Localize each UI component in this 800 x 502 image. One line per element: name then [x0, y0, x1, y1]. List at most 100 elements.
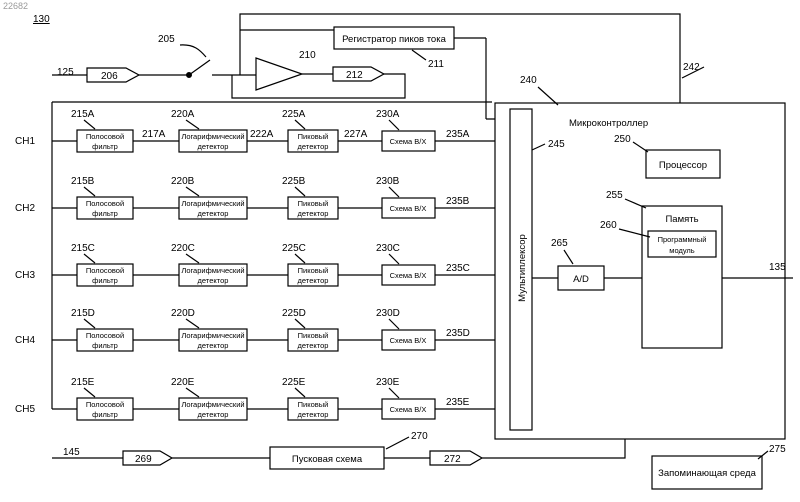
trigger-ref-leader — [386, 437, 409, 449]
peak-detector-label-a-1: Пиковый — [298, 132, 329, 141]
memory-label: Память — [665, 214, 698, 225]
channel-output-ref-2: 235B — [446, 196, 470, 207]
input-ref-125: 125 — [57, 67, 74, 78]
sample-hold-label-2: Схема В/Х — [390, 204, 427, 213]
memory-box — [642, 206, 722, 348]
trigger-ref: 270 — [411, 431, 428, 442]
bandpass-ref-4: 215D — [71, 308, 95, 319]
program-module-ref: 260 — [600, 220, 617, 231]
log-detector-label-a-4: Логарифмический — [181, 331, 244, 340]
channel-row-3: CH3Полосовойфильтр215CЛогарифмическийдет… — [15, 243, 510, 286]
storage-ref-leader — [758, 451, 768, 459]
sample-hold-ref-leader-2 — [389, 187, 399, 197]
figure-ref: 130 — [33, 14, 50, 25]
program-module-label-1: Программный — [658, 235, 707, 244]
peak-register-ref: 211 — [428, 59, 444, 70]
bandpass-ref-leader-5 — [84, 388, 95, 397]
storage-ref: 275 — [769, 444, 786, 455]
peak-detector-ref-3: 225C — [282, 243, 306, 254]
peak-detector-label-a-4: Пиковый — [298, 331, 329, 340]
log-detector-ref-leader-4 — [186, 319, 199, 328]
switch-blade — [189, 60, 210, 75]
bandpass-ref-1: 215A — [71, 109, 95, 120]
arrow-212-label: 212 — [346, 70, 363, 81]
bandpass-label-b-3: фильтр — [92, 276, 118, 285]
bandpass-label-b-5: фильтр — [92, 410, 118, 419]
wire-ref-1-ch1: 217A — [142, 129, 166, 140]
log-detector-ref-2: 220B — [171, 176, 195, 187]
arrow-272-label: 272 — [444, 454, 461, 465]
peak-detector-ref-leader-4 — [295, 319, 305, 328]
sample-hold-ref-2: 230B — [376, 176, 400, 187]
sample-hold-ref-leader-4 — [389, 319, 399, 329]
peak-detector-ref-5: 225E — [282, 377, 306, 388]
channel-output-ref-1: 235A — [446, 129, 470, 140]
channel-output-ref-5: 235E — [446, 397, 470, 408]
log-detector-label-b-4: детектор — [198, 341, 229, 350]
input-ref-145: 145 — [63, 447, 80, 458]
bandpass-label-b-4: фильтр — [92, 341, 118, 350]
trigger-label: Пусковая схема — [292, 454, 363, 465]
multiplexer-label: Мультиплексор — [517, 234, 528, 302]
peak-detector-ref-leader-3 — [295, 254, 305, 263]
sample-hold-ref-leader-5 — [389, 388, 399, 398]
microcontroller-box — [495, 103, 785, 439]
bandpass-label-b-1: фильтр — [92, 142, 118, 151]
processor-label: Процессор — [659, 160, 707, 171]
peak-detector-ref-4: 225D — [282, 308, 306, 319]
bandpass-ref-leader-2 — [84, 187, 95, 196]
wire-ref-3-ch1: 227A — [344, 129, 368, 140]
sample-hold-ref-1: 230A — [376, 109, 400, 120]
sample-hold-ref-leader-3 — [389, 254, 399, 264]
adc-label: A/D — [573, 274, 589, 285]
bandpass-ref-leader-1 — [84, 120, 95, 129]
channel-label-2: CH2 — [15, 203, 35, 214]
channel-label-4: CH4 — [15, 335, 35, 346]
bandpass-ref-leader-4 — [84, 319, 95, 328]
log-detector-ref-leader-1 — [186, 120, 199, 129]
channel-output-ref-4: 235D — [446, 328, 470, 339]
bus-ref: 242 — [683, 62, 700, 73]
channel-row-1: CH1Полосовойфильтр215AЛогарифмическийдет… — [15, 109, 510, 152]
log-detector-label-b-3: детектор — [198, 276, 229, 285]
log-detector-ref-1: 220A — [171, 109, 195, 120]
bandpass-ref-leader-3 — [84, 254, 95, 263]
adc-ref: 265 — [551, 238, 568, 249]
channel-row-5: CH5Полосовойфильтр215EЛогарифмическийдет… — [15, 377, 510, 420]
bandpass-label-a-1: Полосовой — [86, 132, 124, 141]
trigger-to-mc — [482, 439, 625, 458]
sample-hold-ref-leader-1 — [389, 120, 399, 130]
sample-hold-ref-3: 230C — [376, 243, 400, 254]
log-detector-label-a-2: Логарифмический — [181, 199, 244, 208]
channel-row-2: CH2Полосовойфильтр215BЛогарифмическийдет… — [15, 176, 510, 219]
channel-row-4: CH4Полосовойфильтр215DЛогарифмическийдет… — [15, 308, 510, 351]
peak-detector-label-b-2: детектор — [298, 209, 329, 218]
log-detector-ref-5: 220E — [171, 377, 195, 388]
storage-label: Запоминающая среда — [658, 468, 756, 479]
log-detector-ref-4: 220D — [171, 308, 195, 319]
peak-register-ref-leader — [412, 50, 426, 60]
bandpass-label-a-2: Полосовой — [86, 199, 124, 208]
sample-hold-label-3: Схема В/Х — [390, 271, 427, 280]
channel-label-1: CH1 — [15, 136, 35, 147]
sample-hold-label-5: Схема В/Х — [390, 405, 427, 414]
channels-group: CH1Полосовойфильтр215AЛогарифмическийдет… — [15, 109, 510, 420]
bandpass-ref-5: 215E — [71, 377, 95, 388]
multiplexer-ref: 245 — [548, 139, 565, 150]
microcontroller-label: Микроконтроллер — [569, 118, 648, 129]
peak-detector-ref-2: 225B — [282, 176, 306, 187]
amplifier-ref: 210 — [299, 50, 316, 61]
peak-register-label: Регистратор пиков тока — [342, 34, 446, 45]
microcontroller-ref: 240 — [520, 75, 537, 86]
sample-hold-ref-5: 230E — [376, 377, 400, 388]
arrow-206-label: 206 — [101, 71, 118, 82]
peak-detector-ref-leader-5 — [295, 388, 305, 397]
output-ref: 135 — [769, 262, 786, 273]
log-detector-label-b-5: детектор — [198, 410, 229, 419]
peak-detector-label-a-5: Пиковый — [298, 400, 329, 409]
log-detector-label-b-2: детектор — [198, 209, 229, 218]
switch-ref: 205 — [158, 34, 175, 45]
microcontroller-ref-leader — [538, 87, 558, 105]
bandpass-ref-3: 215C — [71, 243, 95, 254]
peak-detector-ref-leader-2 — [295, 187, 305, 196]
